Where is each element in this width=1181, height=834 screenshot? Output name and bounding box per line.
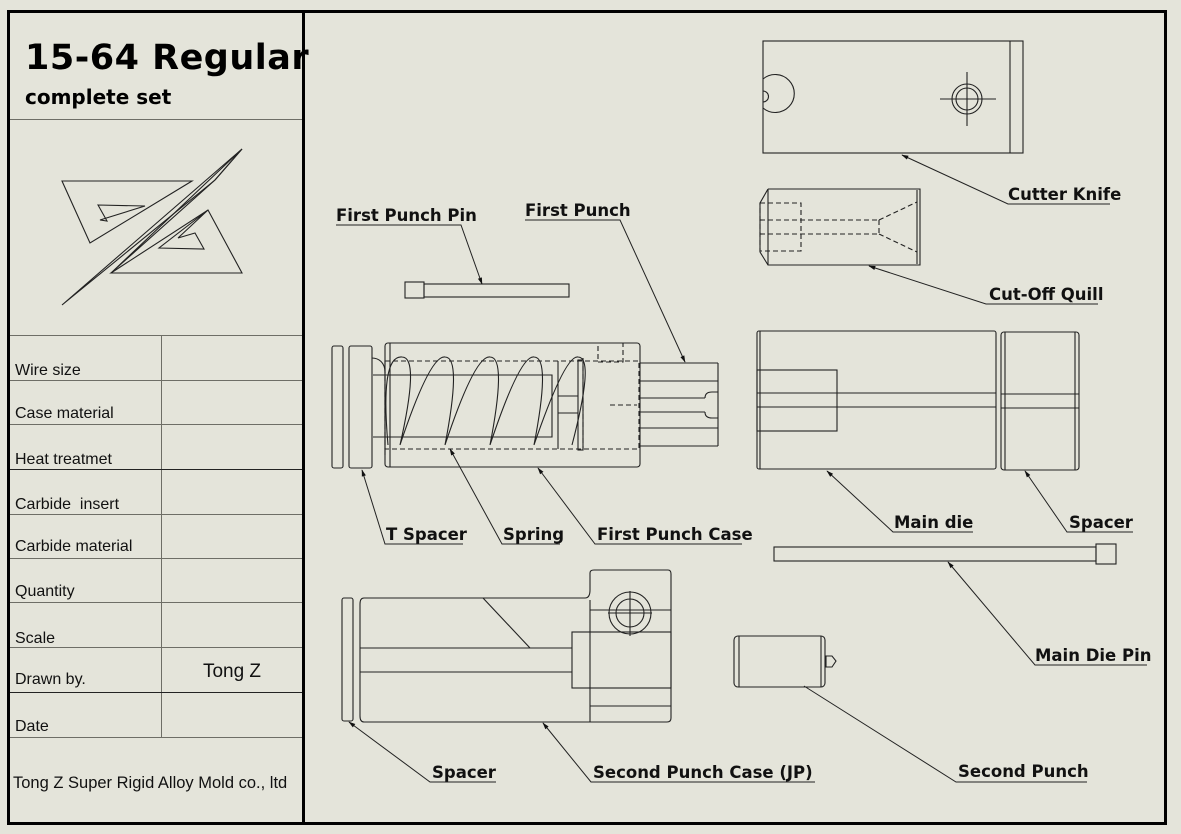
field-label-date: Date (15, 718, 49, 735)
field-label-wire-size: Wire size (15, 362, 81, 379)
first-punch-pin-part (404, 281, 570, 299)
leader-spring (449, 448, 560, 545)
field-label-scale: Scale (15, 630, 56, 647)
label-cut-off-quill: Cut-Off Quill (989, 285, 1103, 304)
field-label-carbide-insert: Carbide insert (15, 496, 120, 513)
leader-cut-off-quill (868, 265, 1098, 305)
label-cutter-knife: Cutter Knife (1008, 185, 1121, 204)
leader-first-punch-pin (336, 224, 483, 285)
label-first-punch: First Punch (525, 201, 631, 220)
field-label-heat-treatment: Heat treatmet (15, 451, 112, 468)
row-line (10, 469, 302, 470)
second-punch-case-part (341, 569, 672, 723)
leader-cutter-knife (901, 154, 1110, 205)
label-first-punch-pin: First Punch Pin (336, 206, 477, 225)
drawing-title: 15-64 Regular (25, 38, 310, 78)
label-t-spacer: T Spacer (386, 525, 468, 544)
drawing-subtitle: complete set (25, 85, 172, 109)
leader-spacer-bottom (348, 721, 496, 783)
company-logo (61, 148, 243, 306)
label-spacer-bottom: Spacer (432, 763, 497, 782)
leader-t-spacer (361, 469, 463, 545)
leader-main-die-pin (947, 561, 1147, 666)
row-line (10, 380, 302, 381)
field-label-quantity: Quantity (15, 583, 75, 600)
row-line (10, 647, 302, 648)
row-line (10, 424, 302, 425)
leader-second-punch (803, 685, 1087, 783)
leader-first-punch (525, 219, 686, 363)
label-main-die: Main die (894, 513, 973, 532)
cutter-knife-part (762, 40, 1024, 154)
main-die-part (756, 330, 997, 470)
company-name: Tong Z Super Rigid Alloy Mold co., ltd (13, 774, 288, 792)
row-line (10, 558, 302, 559)
label-second-punch-case: Second Punch Case (JP) (593, 763, 813, 782)
leader-spacer-right (1024, 470, 1133, 533)
leader-main-die (826, 470, 973, 533)
field-value-drawn-by: Tong Z (202, 661, 262, 682)
field-label-case-material: Case material (15, 405, 114, 422)
table-top-line (10, 335, 302, 336)
label-first-punch-case: First Punch Case (597, 525, 753, 544)
row-line (10, 737, 302, 738)
label-main-die-pin: Main Die Pin (1035, 646, 1151, 665)
label-second-punch: Second Punch (958, 762, 1089, 781)
second-punch-part (733, 635, 837, 688)
title-block-divider (302, 10, 305, 825)
title-separator (10, 119, 302, 120)
leader-second-punch-case (542, 722, 815, 783)
spacer-right-part (1000, 331, 1080, 471)
first-punch-assembly (331, 342, 719, 469)
drawing-frame (7, 10, 1167, 825)
field-label-drawn-by: Drawn by. (15, 671, 86, 688)
row-line (10, 514, 302, 515)
cut-off-quill-part (759, 188, 921, 266)
row-line (10, 692, 302, 693)
field-label-carbide-material: Carbide material (15, 538, 133, 555)
main-die-pin-part (773, 543, 1117, 565)
row-line (10, 602, 302, 603)
leader-first-punch-case (537, 467, 742, 545)
table-column-divider (161, 335, 162, 737)
label-spring: Spring (503, 525, 564, 544)
label-spacer-right: Spacer (1069, 513, 1134, 532)
